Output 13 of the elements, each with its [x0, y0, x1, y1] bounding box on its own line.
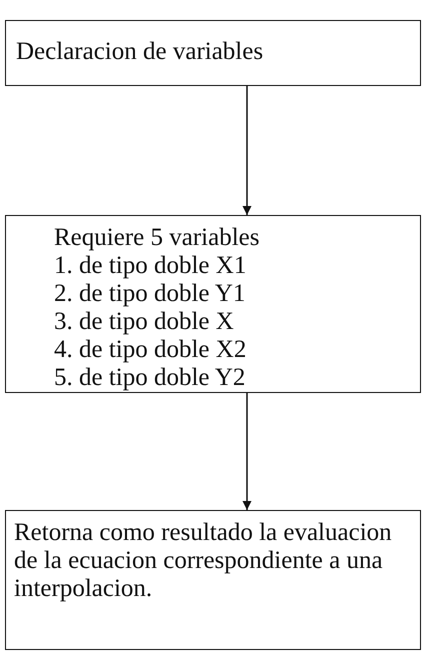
box-text: Retorna como resultado la evaluacion de la ecuacion correspondiente a una interpolacion. [14, 519, 393, 603]
process-box [5, 215, 421, 393]
arrow [242, 393, 252, 510]
list-item: 3. de tipo doble X [54, 308, 235, 336]
process-box [5, 20, 421, 86]
process-box [5, 510, 421, 650]
box-text: Declaracion de variables [16, 38, 264, 66]
list-item: 1. de tipo doble X1 [54, 252, 248, 280]
list-item: 4. de tipo doble X2 [54, 336, 248, 364]
arrow [242, 86, 252, 215]
box-heading: Requiere 5 variables [54, 224, 260, 252]
list-item: 5. de tipo doble Y2 [54, 364, 246, 392]
list-item: 2. de tipo doble Y1 [54, 280, 246, 308]
